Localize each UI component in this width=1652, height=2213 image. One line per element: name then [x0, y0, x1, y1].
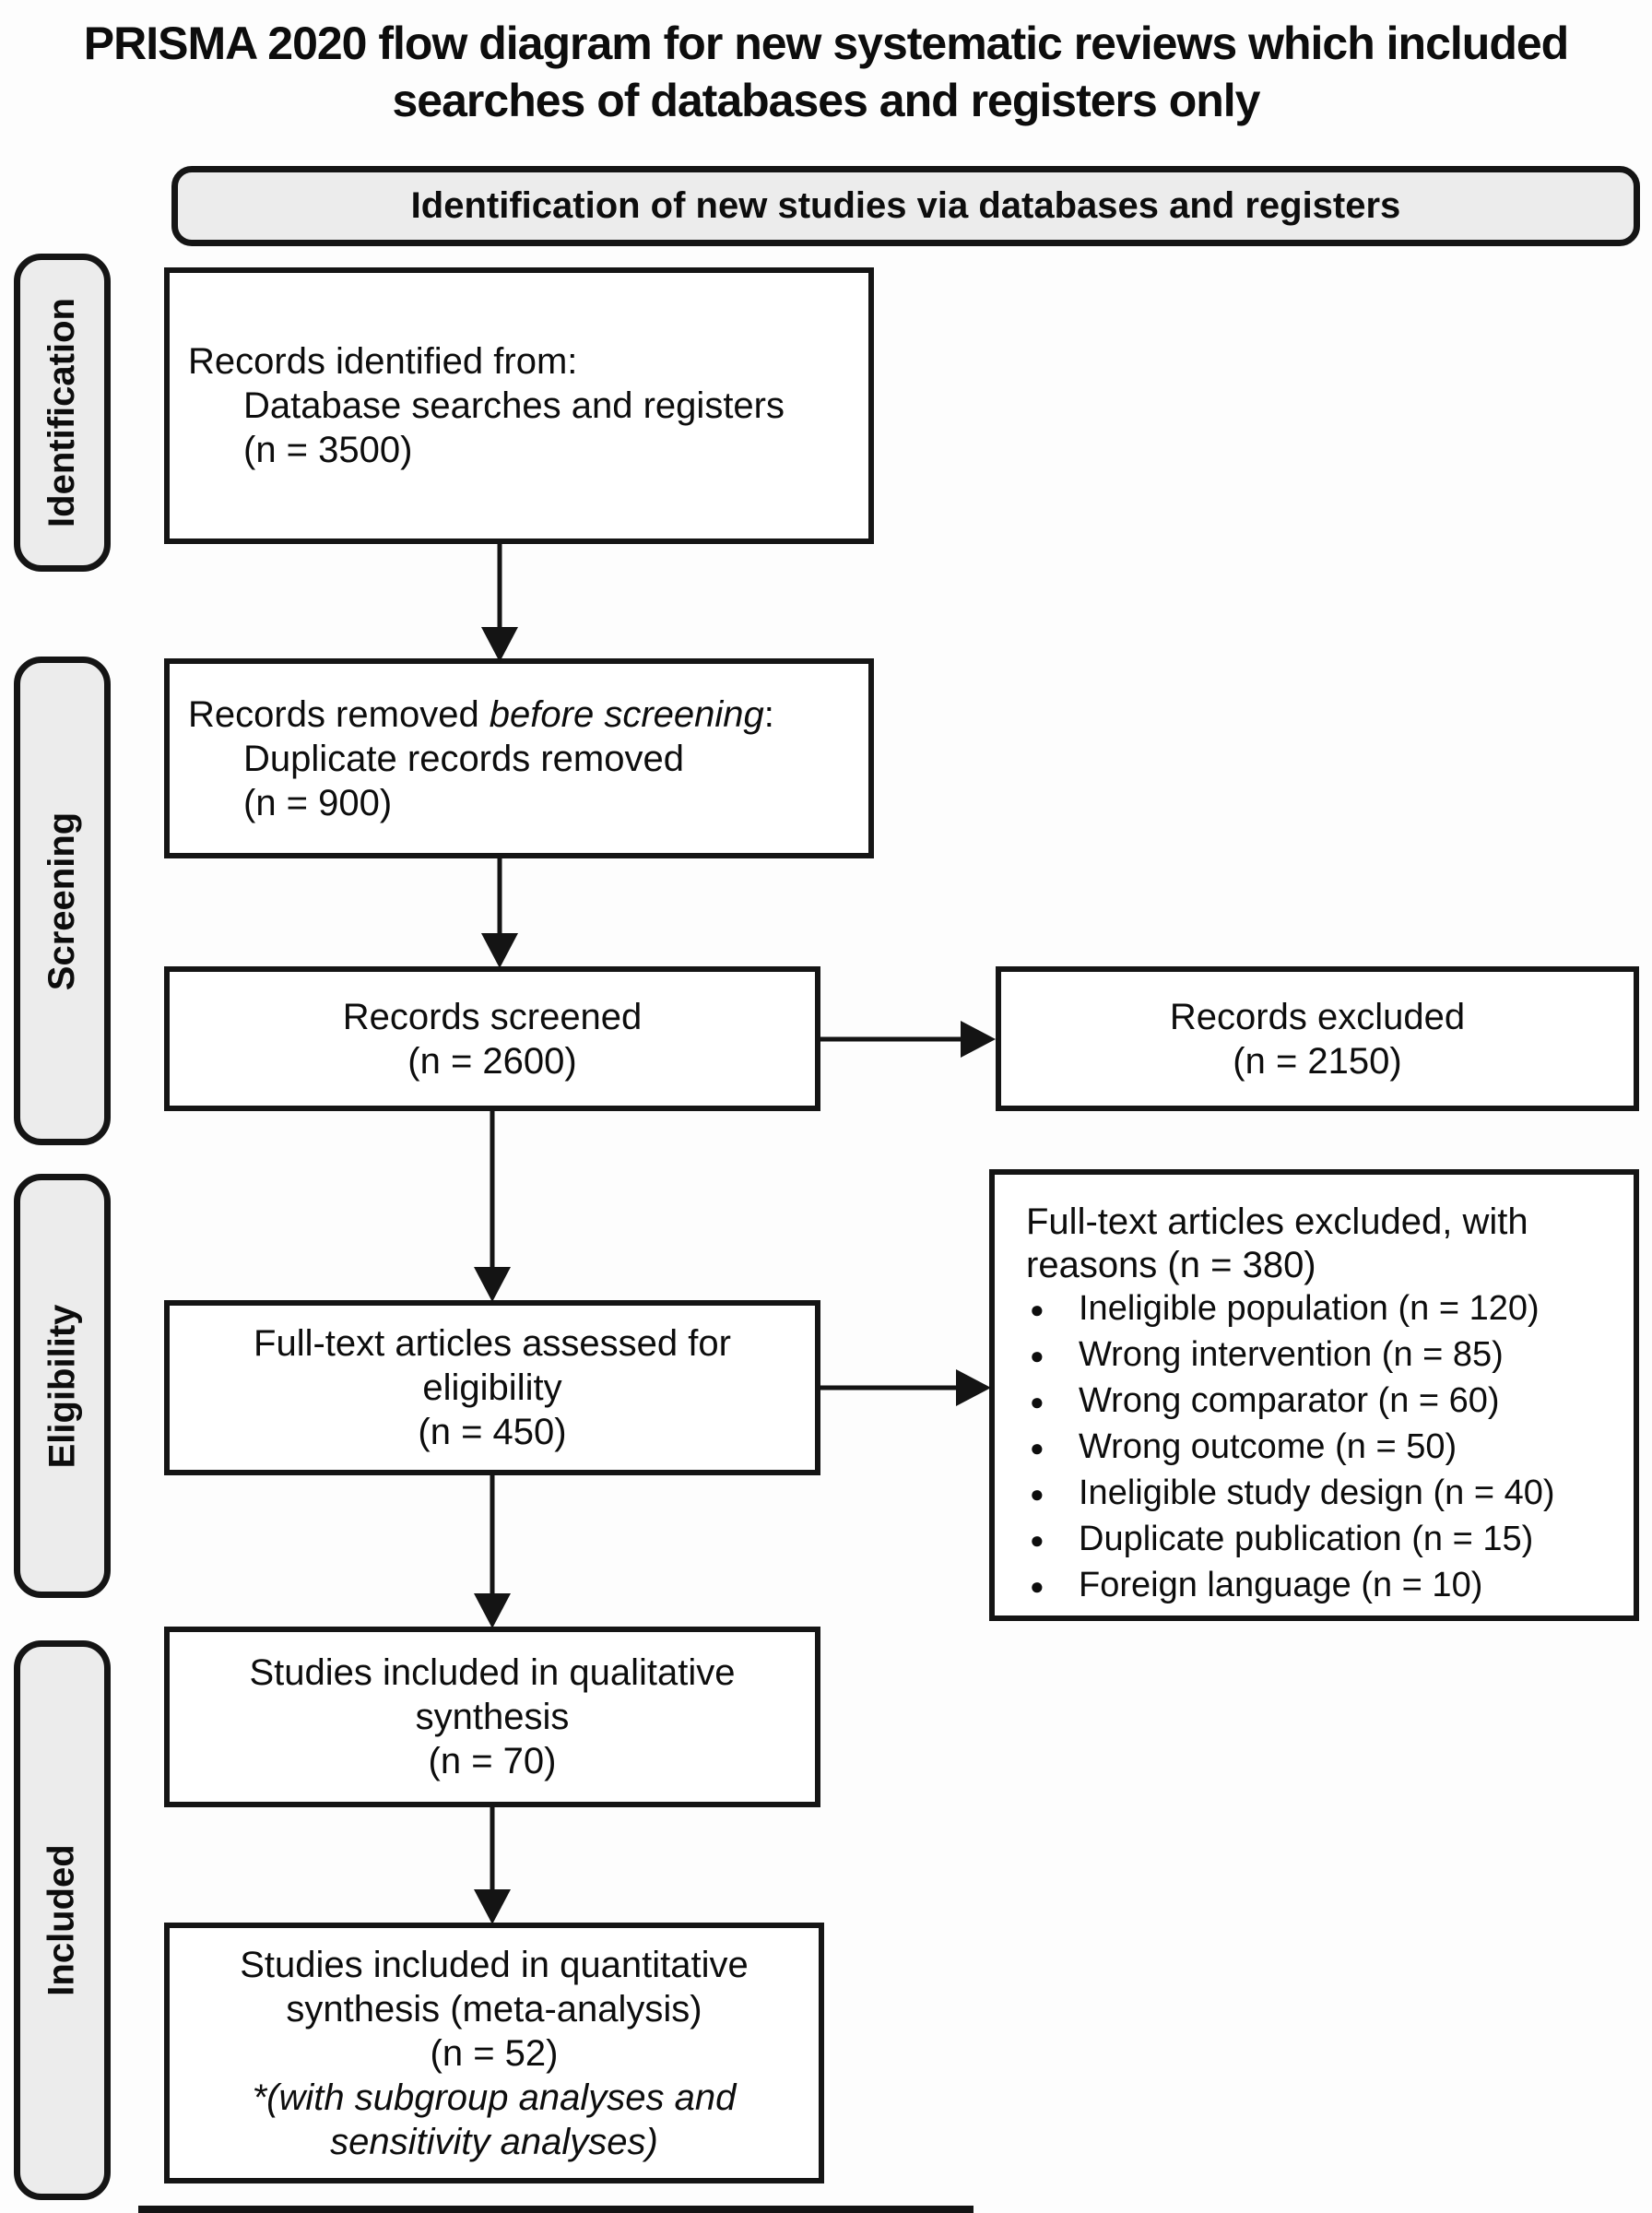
- scan-edge-artifact: [138, 2206, 974, 2213]
- reason-item-text: Wrong intervention (n = 85): [1079, 1335, 1504, 1374]
- qualitative-line1: Studies included in qualitative: [249, 1652, 736, 1693]
- reason-item-text: Foreign language (n = 10): [1079, 1566, 1483, 1604]
- arrowhead-screened-to-excluded: [961, 1021, 996, 1058]
- reason-item: Wrong comparator (n = 60): [995, 1379, 1634, 1426]
- fulltext-assessed-line2: eligibility: [422, 1367, 562, 1408]
- records-removed-suffix: :: [763, 693, 774, 735]
- records-removed-prefix: Records removed: [188, 693, 490, 735]
- quantitative-count: (n = 52): [430, 2032, 559, 2074]
- reasons-header-line2: reasons (n = 380): [1026, 1245, 1316, 1285]
- reason-item-text: Ineligible population (n = 120): [1079, 1289, 1540, 1328]
- reason-item-text: Wrong comparator (n = 60): [1079, 1381, 1500, 1420]
- quantitative-line1: Studies included in quantitative: [240, 1944, 749, 1985]
- quantitative-line2: synthesis (meta-analysis): [286, 1988, 702, 2030]
- page-title-line1: PRISMA 2020 flow diagram for new systema…: [83, 18, 1569, 69]
- arrowhead-identified-to-removed: [481, 627, 518, 662]
- records-screened-label: Records screened: [342, 996, 643, 1037]
- bullet-icon: [1030, 1564, 1079, 1610]
- qualitative-line2: synthesis: [415, 1697, 570, 1737]
- box-records-screened: Records screened (n = 2600): [164, 966, 820, 1111]
- stage-tab-included-label: Included: [41, 1844, 83, 1996]
- bullet-icon: [1030, 1426, 1079, 1472]
- reason-item: Wrong outcome (n = 50): [995, 1426, 1634, 1472]
- reason-item: Ineligible population (n = 120): [995, 1287, 1634, 1333]
- arrowhead-qualitative-to-quantitative: [474, 1889, 511, 1924]
- reason-item-text: Duplicate publication (n = 15): [1079, 1520, 1534, 1558]
- quantitative-note-line2: sensitivity analyses): [330, 2121, 658, 2162]
- arrowhead-removed-to-screened: [481, 933, 518, 968]
- box-qualitative-synthesis: Studies included in qualitative synthesi…: [164, 1627, 820, 1807]
- arrowhead-assessed-to-qualitative: [474, 1593, 511, 1628]
- reason-item-text: Wrong outcome (n = 50): [1079, 1427, 1457, 1466]
- records-identified-count: (n = 3500): [243, 430, 413, 470]
- box-quantitative-synthesis: Studies included in quantitative synthes…: [164, 1923, 824, 2183]
- records-identified-line2: Database searches and registers: [243, 385, 785, 426]
- reason-item: Wrong intervention (n = 85): [995, 1333, 1634, 1379]
- identification-banner: Identification of new studies via databa…: [171, 166, 1640, 246]
- records-removed-line2: Duplicate records removed: [243, 738, 684, 779]
- fulltext-assessed-line1: Full-text articles assessed for: [254, 1323, 731, 1364]
- page-title: PRISMA 2020 flow diagram for new systema…: [0, 15, 1652, 129]
- records-identified-line1: Records identified from:: [188, 341, 578, 382]
- reason-item: Duplicate publication (n = 15): [995, 1518, 1634, 1564]
- quantitative-note-line1: *(with subgroup analyses and: [252, 2077, 737, 2118]
- bullet-icon: [1030, 1333, 1079, 1379]
- page-title-line2: searches of databases and registers only: [392, 75, 1261, 126]
- reason-item-text: Ineligible study design (n = 40): [1079, 1473, 1555, 1512]
- arrowhead-screened-to-assessed: [474, 1267, 511, 1302]
- bullet-icon: [1030, 1287, 1079, 1333]
- reason-item: Foreign language (n = 10): [995, 1564, 1634, 1610]
- records-screened-count: (n = 2600): [407, 1040, 577, 1082]
- stage-tab-eligibility-label: Eligibility: [41, 1304, 83, 1468]
- reason-item: Ineligible study design (n = 40): [995, 1472, 1634, 1518]
- stage-tab-included: Included: [14, 1640, 111, 2200]
- stage-tab-screening: Screening: [14, 657, 111, 1145]
- qualitative-count: (n = 70): [428, 1741, 557, 1781]
- box-fulltext-excluded-reasons: Full-text articles excluded, with reason…: [989, 1169, 1639, 1621]
- box-records-identified: Records identified from: Database search…: [164, 267, 874, 544]
- arrowhead-assessed-to-reasons: [956, 1369, 991, 1406]
- box-records-removed: Records removed before screening: Duplic…: [164, 658, 874, 858]
- records-removed-count: (n = 900): [243, 782, 393, 823]
- reasons-header-line1: Full-text articles excluded, with: [1026, 1201, 1528, 1242]
- stage-tab-identification-label: Identification: [41, 298, 83, 527]
- records-excluded-count: (n = 2150): [1233, 1040, 1402, 1082]
- fulltext-assessed-count: (n = 450): [418, 1412, 567, 1452]
- bullet-icon: [1030, 1518, 1079, 1564]
- records-removed-line1: Records removed before screening:: [188, 692, 857, 737]
- box-fulltext-assessed: Full-text articles assessed for eligibil…: [164, 1300, 820, 1475]
- box-records-excluded: Records excluded (n = 2150): [996, 966, 1639, 1111]
- stage-tab-eligibility: Eligibility: [14, 1174, 111, 1598]
- stage-tab-identification: Identification: [14, 254, 111, 572]
- identification-banner-label: Identification of new studies via databa…: [410, 185, 1401, 226]
- records-removed-italic: before screening: [489, 693, 764, 735]
- records-excluded-label: Records excluded: [1169, 996, 1466, 1037]
- bullet-icon: [1030, 1472, 1079, 1518]
- stage-tab-screening-label: Screening: [41, 811, 82, 990]
- bullet-icon: [1030, 1379, 1079, 1426]
